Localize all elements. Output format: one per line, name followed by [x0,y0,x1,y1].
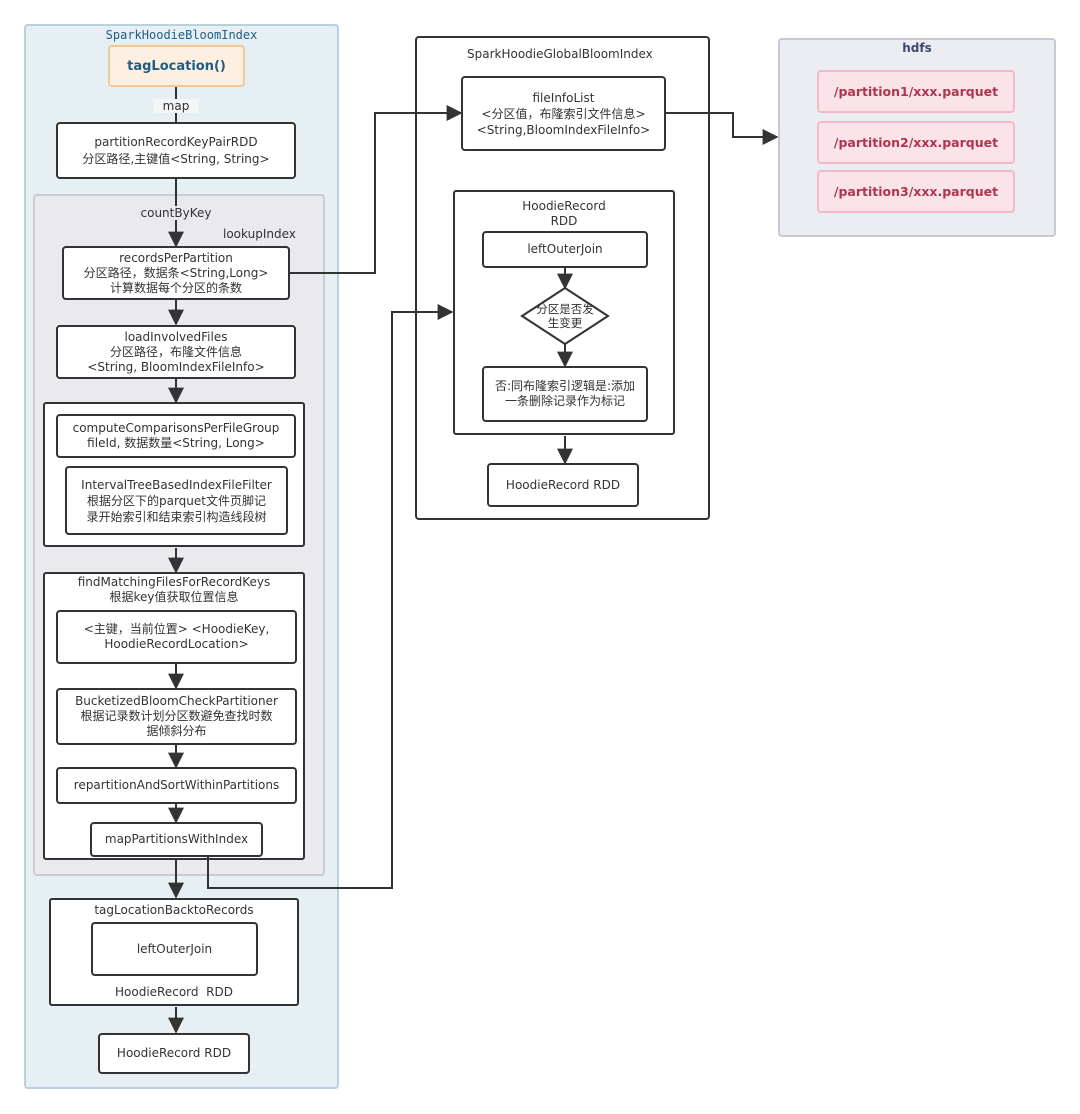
global-left-outer-join-label: leftOuterJoin [527,242,603,256]
primary-key-location-box: <主键，当前位置> <HoodieKey, HoodieRecordLocati… [56,610,297,664]
no-branch-line2: 一条删除记录作为标记 [504,394,625,408]
lookup-index-label: lookupIndex [223,227,296,241]
find-matching-title: findMatchingFilesForRecordKeys 根据key值获取位… [43,575,305,605]
hdfs-partition1-label: /partition1/xxx.parquet [833,84,999,99]
decision-diamond [520,286,610,346]
hdfs-title: hdfs [902,41,932,55]
file-info-list-line1: fileInfoList [532,90,595,105]
map-partitions-with-index-box: mapPartitionsWithIndex [90,822,263,857]
global-bloom-index-title: SparkHoodieGlobalBloomIndex [467,47,653,61]
spark-hoodie-bloom-index-title: SparkHoodieBloomIndex [105,28,258,42]
partition-rdd-line1: partitionRecordKeyPairRDD [94,134,258,149]
bucketized-line3: 据倾斜分布 [146,724,207,738]
map-partitions-label: mapPartitionsWithIndex [104,832,249,846]
file-info-list-box: fileInfoList <分区值，布隆索引文件信息> <String,Bloo… [461,76,666,151]
hoodie-record-group-line2: RDD [550,214,578,228]
hoodie-record-group-line1: HoodieRecord [522,199,606,213]
load-involved-files-box: loadInvolvedFiles 分区路径，布隆文件信息 <String, B… [56,325,296,379]
file-info-list-line3: <String,BloomIndexFileInfo> [476,122,651,137]
find-matching-line2: 根据key值获取位置信息 [109,590,239,604]
global-hoodie-record-rdd-box: HoodieRecord RDD [487,463,639,507]
records-per-partition-line3: 计算数据每个分区的条数 [109,280,242,295]
compute-comparisons-line2: fileId, 数据数量<String, Long> [87,436,265,450]
primary-key-line1: <主键，当前位置> <HoodieKey, [83,622,270,636]
decision-label: 分区是否发 生变更 [522,302,608,330]
global-left-outer-join-box: leftOuterJoin [482,231,648,268]
repartition-label: repartitionAndSortWithinPartitions [73,778,280,792]
records-per-partition-box: recordsPerPartition 分区路径，数据条<String,Long… [62,246,290,300]
tag-back-title: tagLocationBacktoRecords [94,903,254,917]
bucketized-line1: BucketizedBloomCheckPartitioner [75,694,278,708]
hoodie-record-rdd-final-box: HoodieRecord RDD [98,1033,250,1074]
partition-record-key-pair-rdd-box: partitionRecordKeyPairRDD 分区路径,主键值<Strin… [56,122,296,179]
hdfs-partition3-label: /partition3/xxx.parquet [833,184,999,199]
hoodie-record-group-label: HoodieRecord RDD [453,199,675,229]
tag-location-box: tagLocation() [108,45,245,87]
compute-comparisons-line1: computeComparisonsPerFileGroup [72,421,280,435]
hdfs-partition3-item: /partition3/xxx.parquet [817,170,1015,213]
left-outer-join-label: leftOuterJoin [136,941,213,956]
left-outer-join-box: leftOuterJoin [91,922,258,976]
records-per-partition-line2: 分区路径，数据条<String,Long> [83,265,269,280]
interval-tree-line3: 录开始索引和结束索引构造线段树 [86,509,267,524]
interval-tree-line2: 根据分区下的parquet文件页脚记 [86,493,266,508]
primary-key-line2: HoodieRecordLocation> [104,637,249,651]
hoodie-record-rdd-inner-label: HoodieRecord RDD [115,985,233,999]
global-hoodie-record-rdd-label: HoodieRecord RDD [505,477,621,492]
hdfs-partition2-item: /partition2/xxx.parquet [817,121,1015,164]
load-involved-line2: 分区路径，布隆文件信息 [109,344,242,359]
load-involved-line3: <String, BloomIndexFileInfo> [87,359,265,374]
partition-rdd-line2: 分区路径,主键值<String, String> [82,151,270,166]
count-by-key-label: countByKey [135,206,217,220]
interval-tree-filter-box: IntervalTreeBasedIndexFileFilter 根据分区下的p… [65,466,288,535]
no-branch-line1: 否:同布隆索引逻辑是:添加 [494,379,636,393]
records-per-partition-line1: recordsPerPartition [119,250,233,265]
decision-line1: 分区是否发 [536,302,594,316]
bucketized-line2: 根据记录数计划分区数避免查找时数 [80,709,273,723]
repartition-sort-box: repartitionAndSortWithinPartitions [56,767,297,804]
no-branch-box: 否:同布隆索引逻辑是:添加 一条删除记录作为标记 [482,366,648,422]
file-info-list-line2: <分区值，布隆索引文件信息> [481,106,646,121]
hdfs-partition2-label: /partition2/xxx.parquet [833,135,999,150]
compute-comparisons-box: computeComparisonsPerFileGroup fileId, 数… [56,414,296,458]
hoodie-record-rdd-final-label: HoodieRecord RDD [116,1046,232,1060]
interval-tree-line1: IntervalTreeBasedIndexFileFilter [81,477,272,492]
decision-line2: 生变更 [547,316,583,330]
bucketized-bloom-check-box: BucketizedBloomCheckPartitioner 根据记录数计划分… [56,688,297,745]
load-involved-line1: loadInvolvedFiles [124,329,228,344]
find-matching-line1: findMatchingFilesForRecordKeys [77,575,271,589]
hdfs-partition1-item: /partition1/xxx.parquet [817,70,1015,113]
tag-location-label: tagLocation() [127,58,226,74]
map-label: map [154,99,198,113]
